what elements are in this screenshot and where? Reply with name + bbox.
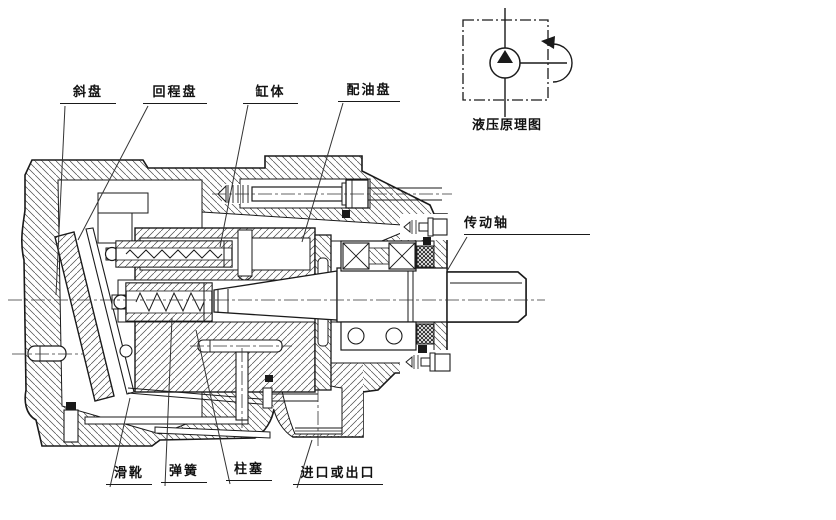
- fasteners: [27, 179, 451, 443]
- shaft-seal-upper: [416, 245, 435, 268]
- callout-spring: 弹簧: [161, 464, 207, 484]
- pump-flow-arrow: [497, 50, 513, 63]
- callout-plunger: 柱塞: [226, 462, 272, 482]
- leader-return-plate: [77, 105, 149, 241]
- bearings: [340, 240, 435, 351]
- spring-upper: [125, 249, 223, 259]
- callout-slipper: 滑靴: [106, 466, 152, 486]
- block-pin-upper: [237, 229, 253, 277]
- leader-spring: [164, 317, 173, 487]
- callout-drive-shaft: 传动轴: [464, 216, 590, 236]
- callout-inlet-outlet: 进口或出口: [293, 466, 383, 486]
- valve-plate-bolt-lower: [434, 353, 451, 372]
- ball-bearing-lower-2: [385, 327, 403, 345]
- leader-inlet-outlet: [296, 439, 313, 489]
- seal-ring: [418, 345, 427, 353]
- shaft-seal-lower: [416, 323, 435, 345]
- left-plug-pin: [27, 345, 67, 362]
- centerlines: [8, 193, 545, 446]
- seal-ring: [66, 402, 76, 410]
- leader-drive-shaft: [446, 236, 468, 272]
- slipper-ball-lower: [119, 344, 133, 358]
- callout-return-plate: 回程盘: [143, 85, 207, 105]
- callout-cylinder-body: 缸体: [243, 85, 298, 105]
- port-flange: [262, 387, 273, 409]
- callout-valve-plate: 配油盘: [338, 83, 400, 103]
- callout-swash-plate: 斜盘: [60, 85, 116, 105]
- housing-step-upper: [97, 192, 149, 214]
- positioning-pin: [235, 351, 249, 421]
- valve-plate-bolt-upper: [432, 218, 448, 236]
- leader-swash-plate: [55, 105, 66, 296]
- seal-ring: [342, 210, 350, 218]
- hydraulic-schematic: [462, 8, 573, 117]
- drain-passage-slanted: [154, 426, 271, 439]
- drive-shaft-part: [213, 267, 527, 323]
- piston-assemblies: [104, 240, 273, 406]
- leader-slipper: [109, 397, 131, 488]
- seal-ring: [423, 237, 431, 245]
- callout-leaders: [55, 102, 468, 489]
- rotation-arrow: [552, 43, 573, 83]
- spring-center: [135, 291, 205, 313]
- shaft-exit-end: [446, 271, 527, 323]
- port-face: [295, 427, 342, 432]
- drain-passage: [84, 416, 249, 425]
- schematic-caption: 液压原理图: [472, 118, 543, 133]
- leader-plunger: [195, 329, 231, 485]
- leader-valve-plate: [301, 102, 344, 243]
- leader-cylinder-body: [219, 104, 249, 248]
- seal-ring: [265, 375, 273, 382]
- bottom-stud: [63, 409, 79, 443]
- ball-bearing-lower: [347, 327, 365, 345]
- housing-step-lower: [97, 212, 133, 244]
